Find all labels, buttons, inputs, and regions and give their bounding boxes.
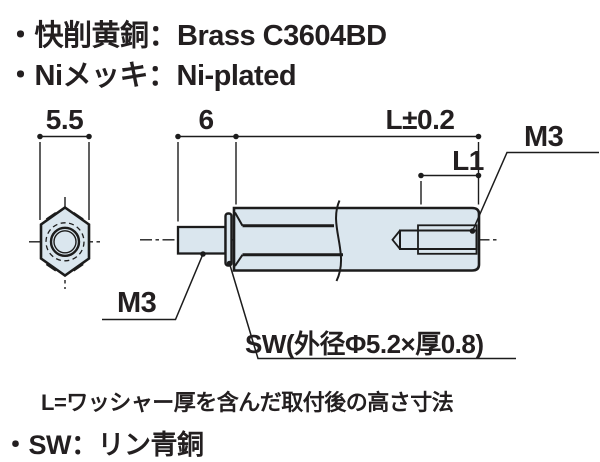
washer-callout-label: SW(外径Φ5.2×厚0.8) xyxy=(245,329,484,359)
body-chamfer-top xyxy=(234,212,244,227)
dim-stud xyxy=(175,133,239,222)
dim-dot xyxy=(475,133,482,140)
m3-top-leader xyxy=(469,151,599,234)
break-line xyxy=(335,200,342,282)
dim-stud-label: 6 xyxy=(198,104,213,135)
sw-material-note: ・SW：リン青銅 xyxy=(2,430,204,460)
body-outline xyxy=(232,206,481,272)
leader-dot xyxy=(469,228,476,234)
plating-note: ・Niメッキ：Ni-plated xyxy=(6,60,297,92)
body-chamfer-bottom xyxy=(234,254,244,267)
hex-end-view xyxy=(29,197,100,289)
spring-washer xyxy=(224,212,233,267)
dim-thread-depth-label: L1 xyxy=(452,145,484,176)
thread-hole-circle-outer xyxy=(49,226,81,258)
m3-bottom-leader xyxy=(102,251,206,321)
material-note: ・快削黄銅：Brass C3604BD xyxy=(6,20,387,52)
leader-dot xyxy=(200,251,206,257)
female-thread-label: M3 xyxy=(524,121,564,153)
hex-chamfer-marks xyxy=(45,212,84,272)
dim-dot xyxy=(475,172,482,179)
dim-length xyxy=(236,133,482,205)
dim-dot xyxy=(175,133,181,140)
leader-dot xyxy=(226,260,233,267)
thread-hole-circle-inner xyxy=(53,230,77,254)
dim-across-flats xyxy=(37,133,92,220)
side-view xyxy=(176,200,481,282)
dim-dot xyxy=(418,172,424,179)
male-stud xyxy=(176,225,227,255)
dim-length-label: L±0.2 xyxy=(386,104,455,135)
dim-dot xyxy=(86,133,92,140)
male-thread-label: M3 xyxy=(117,287,157,319)
dim-dot xyxy=(37,133,43,140)
dim-thread-depth xyxy=(418,172,482,205)
drill-point xyxy=(391,229,401,250)
length-note: L=ワッシャー厚を含んだ取付後の高さ寸法 xyxy=(41,390,454,415)
hex-outline xyxy=(39,205,91,278)
thread-major-circle-dashed xyxy=(45,222,85,262)
dim-across-flats-label: 5.5 xyxy=(46,104,83,135)
thread-major-outline xyxy=(417,224,478,255)
sw-leader xyxy=(226,260,516,360)
